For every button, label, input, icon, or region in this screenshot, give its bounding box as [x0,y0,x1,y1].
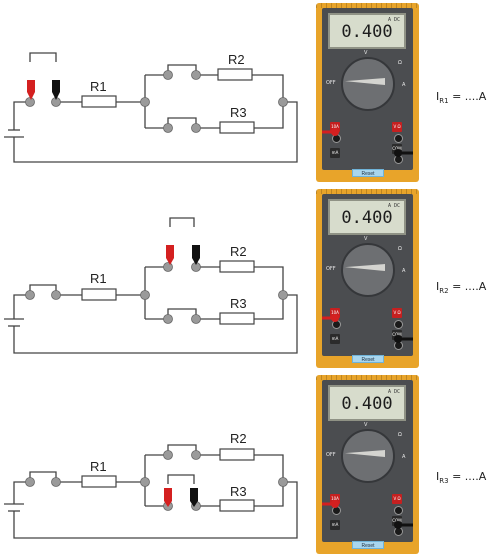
jack-ma-label: mA [330,148,340,158]
probe-leads [322,314,413,343]
reset-button[interactable]: Reset [352,169,384,177]
meter-unit: A DC [387,17,400,23]
dial-mark-off: OFF [326,452,336,458]
jack-10a-label: 10A [330,494,340,504]
dial-area: OFF V Ω A [326,236,410,302]
resistor-r2 [219,448,255,461]
dial-mark-a: A [402,454,406,460]
circuit-diagram: R1 R2 R3 [4,52,298,163]
multimeter-face: 0.400 A DC OFF V Ω A 10A V Ω COM mA [322,194,413,356]
probe-black-plug[interactable] [192,245,200,265]
probe-red-plug[interactable] [164,488,172,507]
r2-label: R2 [230,431,247,446]
circuit-panel-r1: R1 R2 R3 0.400 A DC OFF V Ω A 10A V Ω [0,0,488,185]
jack-vohm[interactable] [394,506,403,515]
jack-10a-label: 10A [330,122,340,132]
jack-ma-label: mA [330,520,340,530]
multimeter: 0.400 A DC OFF V Ω A 10A V Ω COM mA [316,3,419,182]
resistor-r2 [217,68,253,81]
jack-panel: 10A V Ω COM mA [326,490,410,536]
dial-mark-ohm: Ω [398,246,402,252]
resistor-r3 [219,312,255,325]
meter-unit: A DC [387,203,400,209]
resistor-r2 [219,260,255,273]
probe-red-plug[interactable] [166,245,174,265]
meter-display: 0.400 A DC [328,199,406,235]
meter-reading: 0.400 [341,208,393,228]
dial-mark-v: V [364,422,368,428]
dial-pointer [345,264,385,271]
dial-mark-ohm: Ω [398,60,402,66]
jack-panel: 10A V Ω COM mA [326,304,410,350]
meter-display: 0.400 A DC [328,13,406,49]
dial-mark-a: A [402,268,406,274]
jack-10a-label: 10A [330,308,340,318]
current-label-r2: IR2 = ....A [436,280,487,296]
jack-vohm-label: V Ω [392,494,402,504]
resistor-r3 [219,499,255,512]
dial-mark-v: V [364,50,368,56]
resistor-r1 [81,475,117,488]
dial-area: OFF V Ω A [326,422,410,488]
circuit-panel-r2: R1 R2 R3 0.400 A DC OFF V Ω A 10A V Ω [0,185,488,370]
reset-button[interactable]: Reset [352,355,384,363]
r3-label: R3 [230,296,247,311]
multimeter-face: 0.400 A DC OFF V Ω A 10A V Ω COM mA [322,8,413,170]
jack-vohm-label: V Ω [392,122,402,132]
probe-black-plug[interactable] [52,80,60,100]
dial-mark-off: OFF [326,266,336,272]
jack-com-label: COM [392,144,402,154]
r1-label: R1 [90,459,107,474]
reset-button[interactable]: Reset [352,541,384,549]
r1-label: R1 [90,271,107,286]
circuit-diagram: R1 R2 R3 [4,217,298,354]
dial-mark-off: OFF [326,80,336,86]
selector-dial[interactable] [341,243,395,297]
dial-area: OFF V Ω A [326,50,410,116]
dial-pointer [345,78,385,85]
current-label-r3: IR3 = ....A [436,470,487,486]
r2-label: R2 [228,52,245,67]
jack-panel: 10A V Ω COM mA [326,118,410,164]
dial-mark-v: V [364,236,368,242]
meter-unit: A DC [387,389,400,395]
probe-black-plug[interactable] [190,488,198,507]
circuit-panel-r3: R1 R2 R3 0.400 A DC OFF V Ω A 10A V Ω [0,370,488,555]
r2-label: R2 [230,244,247,259]
dial-pointer [345,450,385,457]
probe-leads [322,128,413,157]
jack-ma-label: mA [330,334,340,344]
multimeter: 0.400 A DC OFF V Ω A 10A V Ω COM mA [316,375,419,554]
selector-dial[interactable] [341,57,395,111]
probe-red-plug[interactable] [27,80,35,100]
jack-com-label: COM [392,516,402,526]
jack-vohm[interactable] [394,320,403,329]
r1-label: R1 [90,79,107,94]
dial-mark-ohm: Ω [398,432,402,438]
meter-reading: 0.400 [341,394,393,414]
resistor-r1 [81,95,117,108]
meter-display: 0.400 A DC [328,385,406,421]
resistor-r1 [81,288,117,301]
meter-reading: 0.400 [341,22,393,42]
probe-leads [322,500,413,529]
jack-vohm[interactable] [394,134,403,143]
circuit-diagram: R1 R2 R3 [4,431,298,539]
dial-mark-a: A [402,82,406,88]
resistor-r3 [219,121,255,134]
r3-label: R3 [230,484,247,499]
multimeter: 0.400 A DC OFF V Ω A 10A V Ω COM mA [316,189,419,368]
jack-com-label: COM [392,330,402,340]
jack-vohm-label: V Ω [392,308,402,318]
selector-dial[interactable] [341,429,395,483]
multimeter-face: 0.400 A DC OFF V Ω A 10A V Ω COM mA [322,380,413,542]
current-label-r1: IR1 = ....A [436,90,487,106]
r3-label: R3 [230,105,247,120]
